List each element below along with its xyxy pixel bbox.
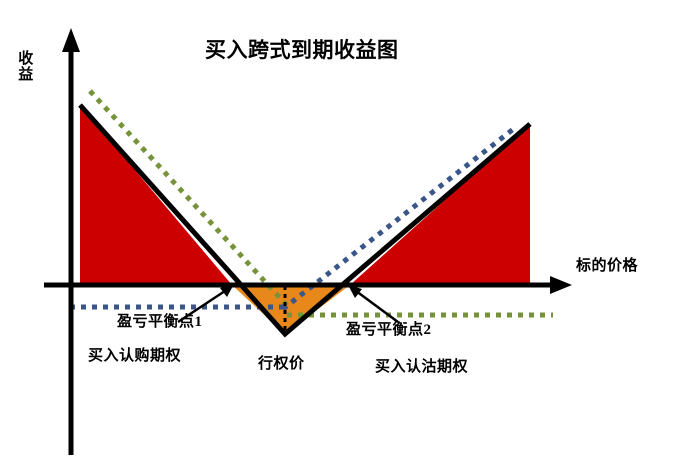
long-call-label: 买入认购期权 <box>88 348 182 364</box>
breakeven-point-2-label: 盈亏平衡点2 <box>346 322 432 338</box>
breakeven-1-arrow-shaft <box>177 285 232 324</box>
y-axis-arrowhead <box>62 28 80 52</box>
straddle-payoff-line <box>78 103 532 338</box>
x-axis-label: 标的价格 <box>576 258 639 274</box>
y-axis-label: 收益 <box>18 51 34 83</box>
long-put-label: 买入认沽期权 <box>375 359 469 375</box>
loss-region-center <box>232 285 350 334</box>
breakeven-1-arrowhead <box>220 284 234 297</box>
page-title: 买入跨式到期收益图 <box>205 38 399 62</box>
x-axis-arrowhead <box>550 276 572 294</box>
long-put-leg-dotted-line <box>281 125 518 311</box>
breakeven-2-arrowhead <box>348 285 362 298</box>
breakeven-2-arrow-shaft <box>351 286 399 324</box>
breakeven-point-1-label: 盈亏平衡点1 <box>117 314 203 330</box>
strike-price-label: 行权价 <box>258 356 305 372</box>
